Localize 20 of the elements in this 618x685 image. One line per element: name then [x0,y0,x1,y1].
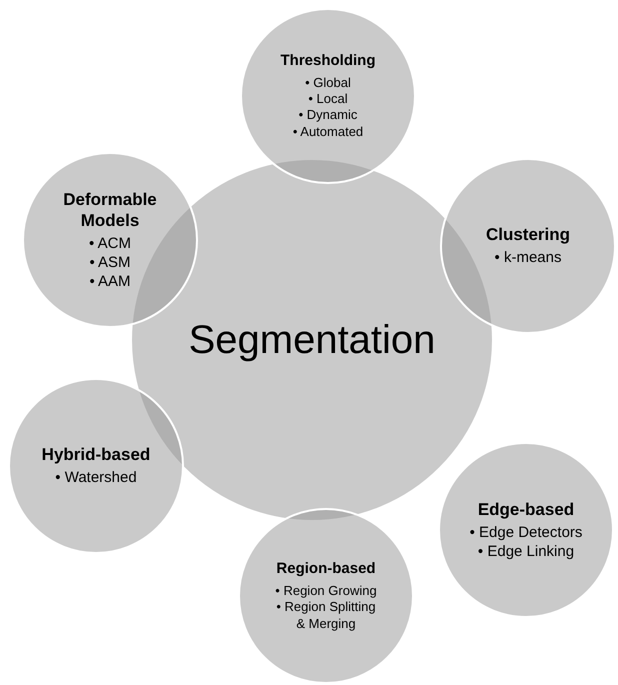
bullet-item: • Region Splitting & Merging [275,599,377,632]
bullet-item: • Region Growing [275,583,377,600]
category-heading: Thresholding [280,52,376,71]
bullet-item: • Automated [292,124,364,140]
category-heading: Deformable Models [62,188,158,232]
category-heading: Clustering [486,224,570,246]
category-heading: Region-based [276,560,376,579]
bullet-item: • Edge Detectors [470,524,582,543]
bullet-item: • Watershed [55,469,137,488]
bullet-item: • Edge Linking [478,542,574,562]
category-heading: Edge-based [478,498,574,520]
category-heading: Hybrid-based [42,444,150,466]
center-title: Segmentation [188,317,436,364]
bullet-item: • k-means [494,249,562,268]
bullet-item: • ACM [89,235,131,254]
bullet-item: • AAM [89,272,131,292]
bullet-item: • ASM [89,254,131,273]
bullet-item: • Global [305,74,351,92]
bullet-item: • Dynamic [298,107,358,124]
bullet-item: • Local [308,91,348,108]
